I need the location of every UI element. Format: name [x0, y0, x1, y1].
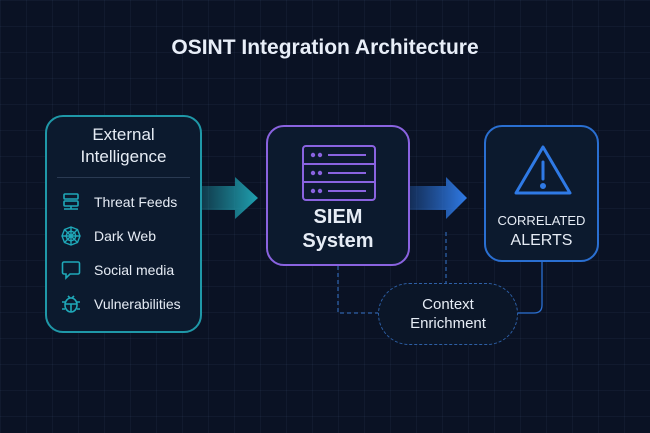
- alerts-label: CORRELATED ALERTS: [486, 211, 597, 251]
- dashed-link-siem-context: [337, 266, 378, 314]
- chat-bubble-icon: [61, 261, 81, 280]
- siem-line1: SIEM: [313, 206, 363, 228]
- bug-icon: [62, 295, 80, 313]
- context-line2: Enrichment: [410, 315, 486, 332]
- warning-triangle-icon: [514, 145, 572, 195]
- link-alerts-context: [518, 262, 543, 314]
- external-title-line1: External: [92, 125, 155, 144]
- alerts-line2: ALERTS: [510, 232, 573, 249]
- list-item-threat-feeds: Threat Feeds: [61, 192, 177, 212]
- server-rack-icon: [302, 145, 376, 201]
- item-label: Dark Web: [94, 228, 156, 244]
- alerts-line1: CORRELATED: [497, 213, 586, 228]
- list-item-vulnerabilities: Vulnerabilities: [61, 294, 181, 314]
- diagram-title: OSINT Integration Architecture: [171, 36, 479, 59]
- server-stack-icon: [63, 193, 79, 210]
- list-item-social-media: Social media: [61, 260, 174, 280]
- item-label: Social media: [94, 262, 175, 278]
- divider: [57, 177, 190, 178]
- context-line1: Context: [422, 296, 474, 313]
- list-item-dark-web: Dark Web: [61, 226, 156, 246]
- item-label: Threat Feeds: [94, 194, 178, 210]
- siem-line2: System: [302, 230, 374, 252]
- correlated-alerts-box: CORRELATED ALERTS: [484, 125, 599, 262]
- flow-arrow-siem-to-alerts: [410, 177, 467, 219]
- flow-arrow-external-to-siem: [202, 177, 258, 219]
- spider-web-icon: [61, 226, 81, 246]
- external-title-line2: Intelligence: [80, 147, 167, 166]
- item-label: Vulnerabilities: [94, 296, 181, 312]
